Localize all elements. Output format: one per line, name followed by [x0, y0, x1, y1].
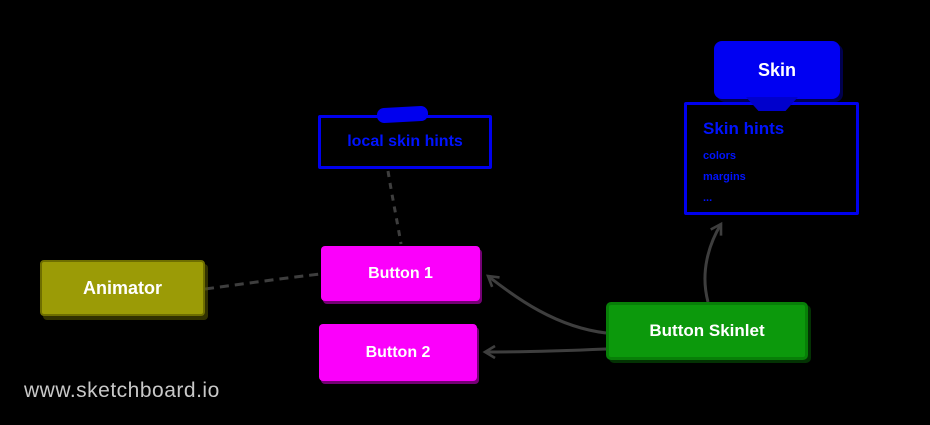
node-animator-label: Animator — [82, 277, 162, 298]
edge-skinlet-to-button2[interactable] — [482, 344, 607, 360]
node-skin-hints[interactable]: Skin hints colors margins ... — [684, 102, 859, 215]
node-skin-label: Skin — [757, 59, 796, 80]
skin-hints-item: ... — [703, 192, 713, 204]
node-button-1[interactable]: Button 1 — [321, 246, 480, 301]
node-button-skinlet[interactable]: Button Skinlet — [606, 302, 808, 360]
node-skin[interactable]: Skin — [714, 41, 840, 99]
node-button-2[interactable]: Button 2 — [319, 324, 477, 381]
skin-hints-item: colors — [703, 150, 737, 162]
skin-hints-title: Skin hints — [703, 119, 785, 138]
node-button-1-label: Button 1 — [368, 264, 433, 282]
node-local-skin-hints-label: local skin hints — [347, 133, 463, 150]
skin-hints-item: margins — [703, 171, 746, 183]
edge-skinlet-to-button1[interactable] — [486, 274, 607, 335]
node-button-2-label: Button 2 — [365, 343, 431, 361]
scribble-anchor — [376, 105, 429, 124]
node-local-skin-hints[interactable]: local skin hints — [318, 115, 492, 169]
node-button-skinlet-label: Button Skinlet — [649, 321, 765, 340]
node-animator[interactable]: Animator — [40, 260, 205, 316]
edge-skinlet-to-skinhints[interactable] — [703, 221, 723, 303]
edge-localhints-to-button1[interactable] — [386, 170, 403, 245]
edge-animator-to-button1[interactable] — [204, 272, 322, 291]
containment-connector-skin — [746, 97, 798, 111]
sketchboard-watermark: www.sketchboard.io — [24, 379, 220, 402]
